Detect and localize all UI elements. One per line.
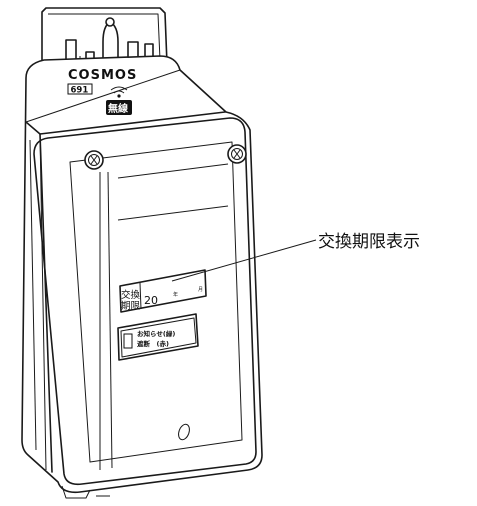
callout-leader-line xyxy=(171,239,317,282)
model-number: 691 xyxy=(71,86,89,96)
indicator-line2: 遮断 (赤) xyxy=(137,339,169,348)
wireless-label: 無線 xyxy=(108,102,128,115)
indicator-panel: お知らせ(緑) 遮断 (赤) xyxy=(117,313,199,361)
screw-left xyxy=(84,150,104,170)
device-body xyxy=(21,55,263,499)
wifi-icon xyxy=(110,86,128,98)
callout-text: 交換期限表示 xyxy=(318,232,420,252)
label-title-line2: 期限 xyxy=(121,301,141,312)
label-month-unit: 月 xyxy=(198,287,203,293)
indicator-window xyxy=(123,333,133,349)
indicator-line1: お知らせ(緑) xyxy=(137,329,175,338)
screw-right xyxy=(227,144,247,164)
brand-block: COSMOS 691 無線 xyxy=(67,68,137,115)
callout: 交換期限表示 xyxy=(171,232,420,282)
label-year-unit: 年 xyxy=(173,291,178,298)
label-year-prefix: 20 xyxy=(144,294,158,307)
brand-logo: COSMOS xyxy=(68,68,137,83)
replacement-date-label: 交換 期限 20 年 月 xyxy=(119,269,207,313)
bottom-hole xyxy=(178,423,190,441)
label-title-line1: 交換 xyxy=(121,289,141,301)
